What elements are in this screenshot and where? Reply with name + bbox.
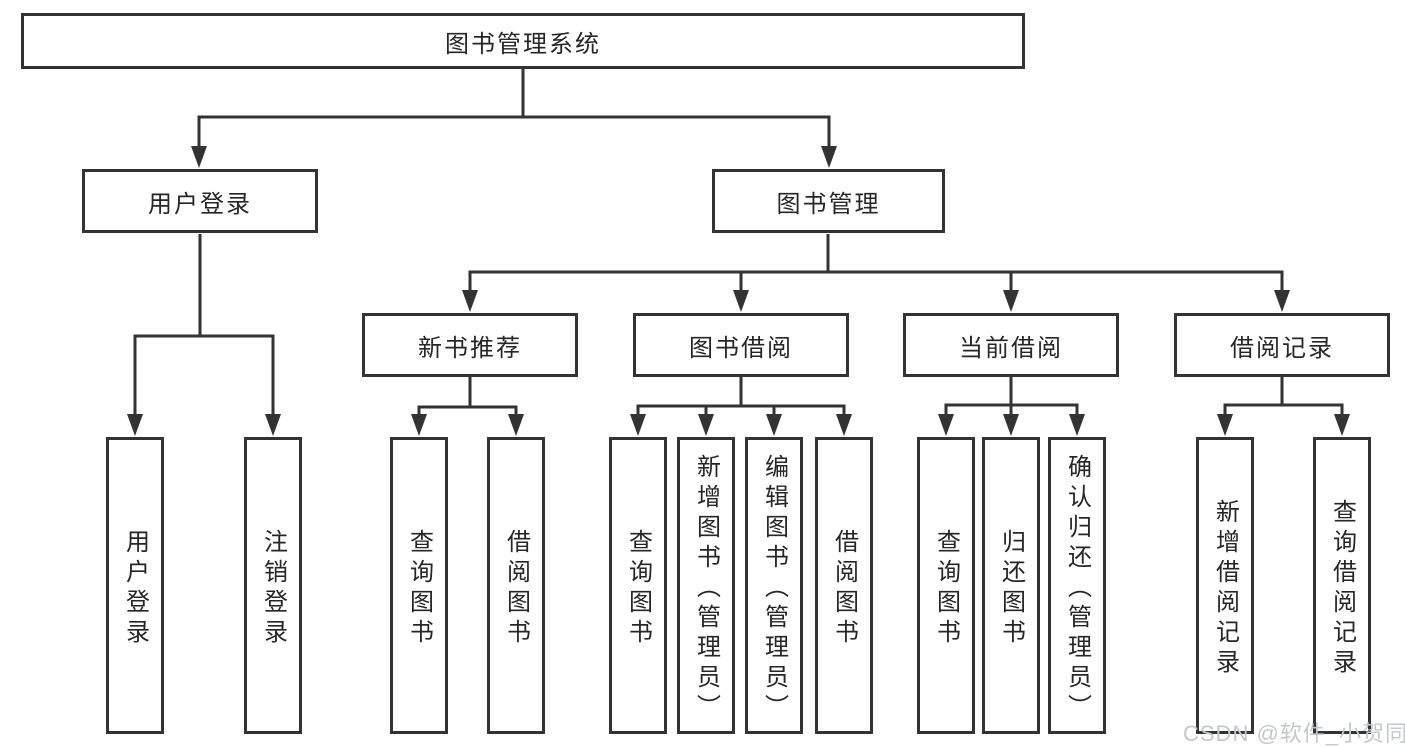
leaf-query-books-recommend: 查询图书 [390, 437, 448, 734]
node-current-borrow-label: 当前借阅 [959, 334, 1063, 362]
leaf-query-books-borrow: 查询图书 [609, 437, 667, 734]
leaf-query-books-current-label: 查询图书 [932, 528, 960, 649]
leaf-query-books-borrow-label: 查询图书 [624, 528, 652, 649]
leaf-user-login: 用户登录 [106, 437, 164, 734]
leaf-borrow-books-borrow-label: 借阅图书 [830, 528, 858, 649]
node-book-borrow: 图书借阅 [633, 313, 849, 377]
leaf-query-borrow-record-label: 查询借阅记录 [1328, 498, 1356, 679]
node-borrow-records: 借阅记录 [1174, 313, 1390, 377]
leaf-borrow-books-recommend-label: 借阅图书 [502, 528, 530, 649]
node-book-management: 图书管理 [712, 169, 945, 233]
leaf-add-book-admin: 新增图书（管理员） [677, 437, 735, 734]
leaf-query-borrow-record: 查询借阅记录 [1313, 437, 1371, 734]
node-root-label: 图书管理系统 [445, 30, 601, 58]
node-book-borrow-label: 图书借阅 [689, 334, 793, 362]
leaf-return-book-label: 归还图书 [997, 528, 1025, 649]
leaf-borrow-books-borrow: 借阅图书 [815, 437, 873, 734]
leaf-edit-book-admin: 编辑图书（管理员） [745, 437, 803, 734]
leaf-query-books-recommend-label: 查询图书 [405, 528, 433, 649]
node-new-book-recommend-label: 新书推荐 [418, 334, 522, 362]
node-book-management-label: 图书管理 [776, 190, 881, 218]
node-user-login: 用户登录 [82, 169, 318, 233]
csdn-watermark: CSDN @软件_小贺同学 [1183, 721, 1405, 746]
node-current-borrow: 当前借阅 [903, 313, 1119, 377]
node-root: 图书管理系统 [21, 13, 1025, 69]
leaf-logout: 注销登录 [244, 437, 302, 734]
leaf-user-login-label: 用户登录 [121, 528, 149, 649]
leaf-add-borrow-record: 新增借阅记录 [1196, 437, 1254, 734]
node-borrow-records-label: 借阅记录 [1230, 334, 1334, 362]
leaf-add-book-admin-label: 新增图书（管理员） [692, 453, 720, 724]
leaf-query-books-current: 查询图书 [917, 437, 975, 734]
node-user-login-label: 用户登录 [148, 190, 252, 218]
leaf-confirm-return-admin: 确认归还（管理员） [1048, 437, 1106, 734]
leaf-logout-label: 注销登录 [259, 528, 287, 649]
leaf-borrow-books-recommend: 借阅图书 [487, 437, 545, 734]
node-new-book-recommend: 新书推荐 [362, 313, 578, 377]
leaf-edit-book-admin-label: 编辑图书（管理员） [760, 453, 788, 724]
leaf-return-book: 归还图书 [982, 437, 1040, 734]
leaf-confirm-return-admin-label: 确认归还（管理员） [1063, 453, 1091, 724]
leaf-add-borrow-record-label: 新增借阅记录 [1211, 498, 1239, 679]
